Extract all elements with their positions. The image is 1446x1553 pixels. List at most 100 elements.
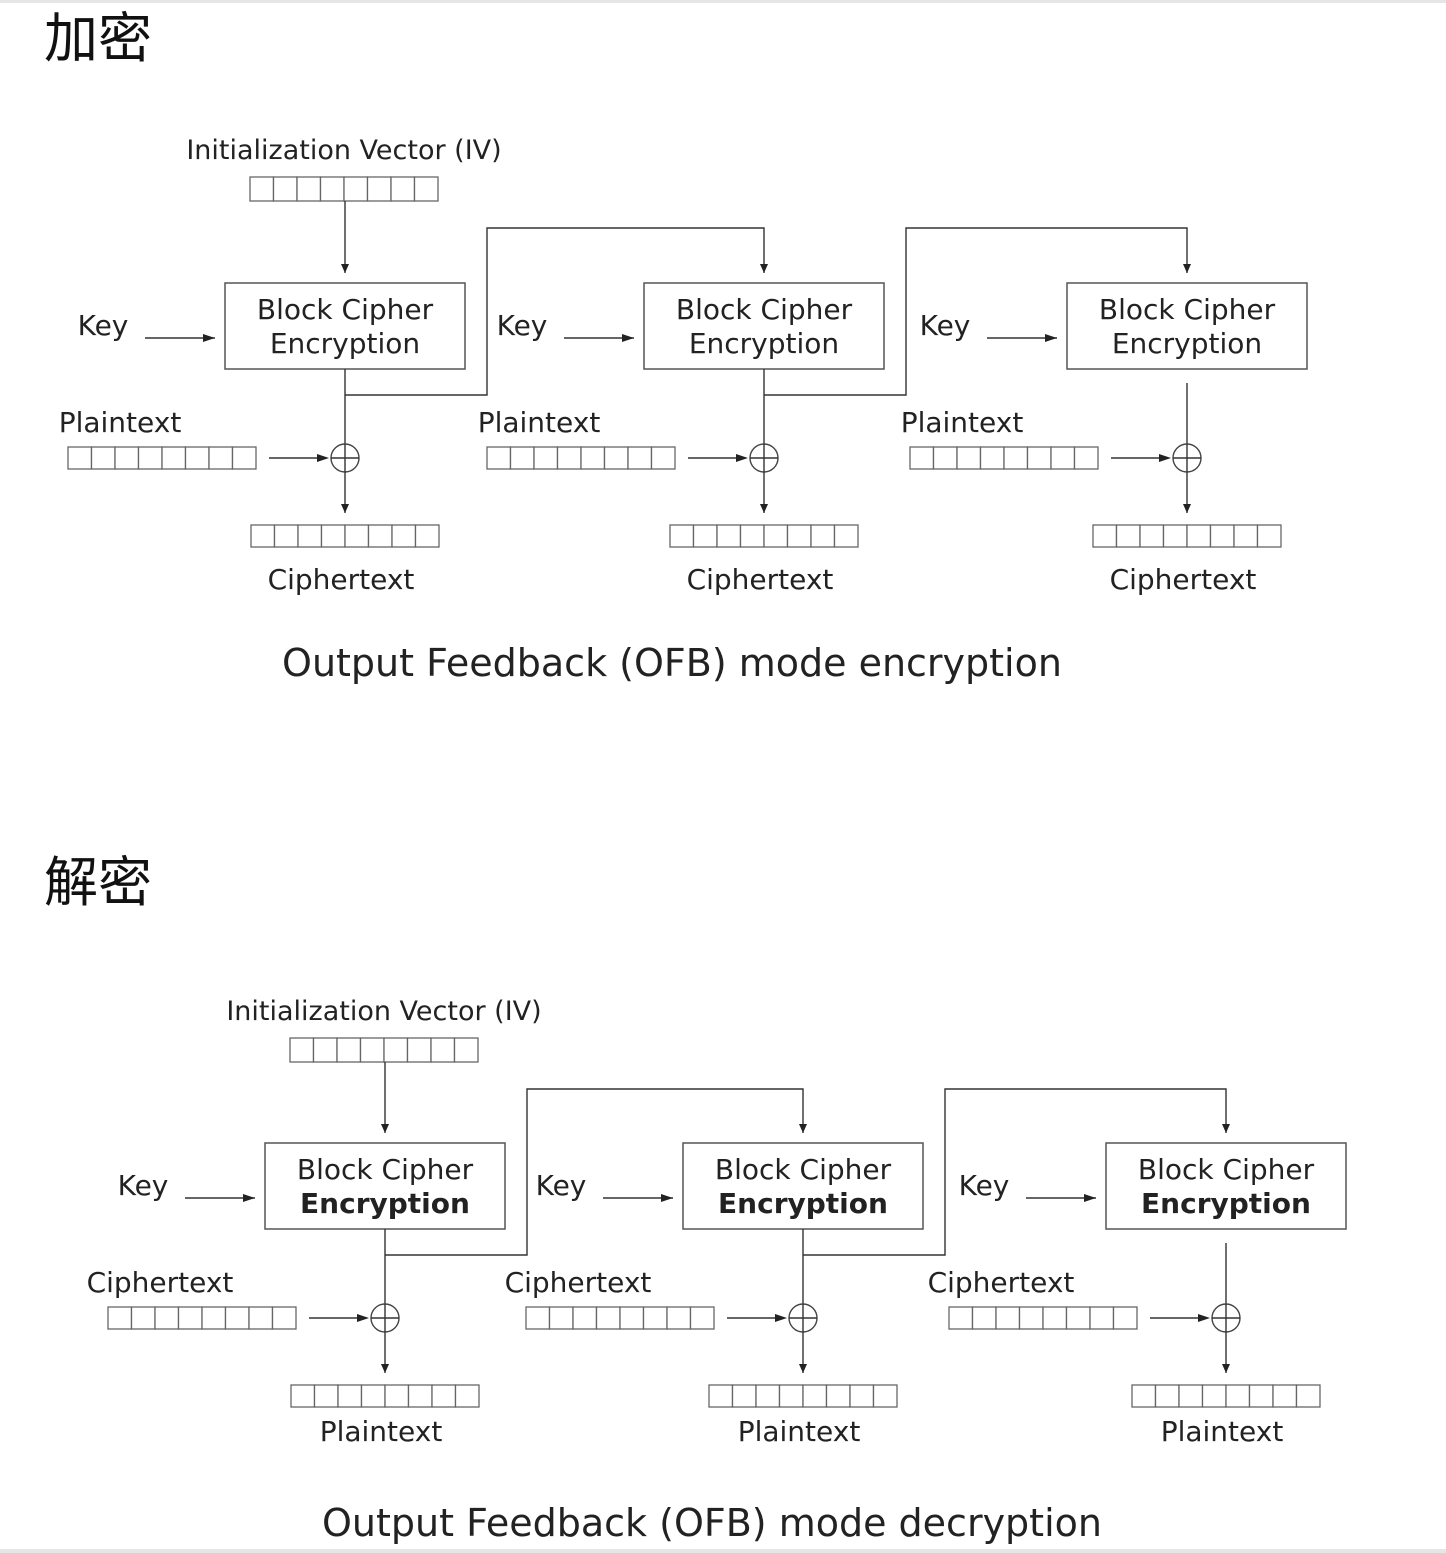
output-register: [250, 524, 440, 548]
register-cell: [595, 1306, 621, 1330]
register-cell: [1225, 1384, 1251, 1408]
register-cell: [948, 1306, 974, 1330]
register-cell: [810, 524, 836, 548]
arrowhead-icon: [1045, 334, 1057, 342]
diagram-caption: Output Feedback (OFB) mode decryption: [322, 1501, 1102, 1545]
output-label: Ciphertext: [1110, 563, 1257, 596]
register-cell: [739, 524, 765, 548]
encryption-label: Encryption: [1141, 1187, 1311, 1220]
register-cell: [509, 446, 535, 470]
arrowhead-icon: [1198, 1314, 1210, 1322]
register-cell: [430, 1037, 456, 1063]
register-cell: [208, 446, 234, 470]
feedback-line: [345, 227, 765, 396]
arrowhead-icon: [381, 1124, 389, 1133]
register-cell: [313, 1384, 339, 1408]
register-cell: [1154, 1384, 1180, 1408]
register-cell: [343, 176, 369, 202]
arrowhead-icon: [799, 1364, 807, 1373]
arrowhead-icon: [775, 1314, 787, 1322]
block-cipher-label: Block Cipher: [1099, 293, 1276, 326]
key-label: Key: [497, 309, 548, 342]
register-cell: [201, 1306, 227, 1330]
register-cell: [1256, 524, 1282, 548]
output-register: [290, 1384, 480, 1408]
register-cell: [249, 176, 275, 202]
input-label: Ciphertext: [505, 1266, 652, 1299]
arrowhead-icon: [203, 334, 215, 342]
encryption-label: Encryption: [270, 327, 420, 360]
arrowhead-icon: [341, 504, 349, 513]
input-label: Ciphertext: [928, 1266, 1075, 1299]
output-register: [1131, 1384, 1321, 1408]
register-cell: [716, 524, 742, 548]
register-cell: [336, 1037, 362, 1063]
register-cell: [390, 176, 416, 202]
register-cell: [1248, 1384, 1274, 1408]
register-cell: [344, 524, 370, 548]
output-register: [1092, 524, 1282, 548]
arrowhead-icon: [1222, 1124, 1230, 1133]
register-cell: [231, 446, 257, 470]
register-cell: [1018, 1306, 1044, 1330]
register-cell: [407, 1384, 433, 1408]
register-cell: [1092, 524, 1118, 548]
arrowhead-icon: [381, 1364, 389, 1373]
register-cell: [413, 176, 439, 202]
arrowhead-icon: [1183, 504, 1191, 513]
register-cell: [154, 1306, 180, 1330]
register-cell: [271, 1306, 297, 1330]
block-cipher-label: Block Cipher: [1138, 1153, 1315, 1186]
register-cell: [184, 446, 210, 470]
block-cipher-box: [1105, 1142, 1347, 1230]
register-cell: [1201, 1384, 1227, 1408]
iv-register: [289, 1037, 479, 1063]
block-cipher-box: [264, 1142, 506, 1230]
register-cell: [1272, 1384, 1298, 1408]
register-cell: [669, 524, 695, 548]
register-cell: [337, 1384, 363, 1408]
register-cell: [1026, 446, 1052, 470]
encryption-label: Encryption: [300, 1187, 470, 1220]
block-cipher-label: Block Cipher: [715, 1153, 892, 1186]
register-cell: [67, 446, 93, 470]
register-cell: [1073, 446, 1099, 470]
encryption-heading: 加密: [44, 7, 152, 70]
register-cell: [932, 446, 958, 470]
arrowhead-icon: [341, 264, 349, 273]
register-cell: [320, 524, 346, 548]
arrowhead-icon: [357, 1314, 369, 1322]
register-cell: [406, 1037, 432, 1063]
block-cipher-box: [1066, 282, 1308, 370]
encryption-label: Encryption: [718, 1187, 888, 1220]
diagram-caption: Output Feedback (OFB) mode encryption: [282, 641, 1062, 685]
register-cell: [849, 1384, 875, 1408]
register-cell: [312, 1037, 338, 1063]
register-cell: [708, 1384, 734, 1408]
input-label: Ciphertext: [87, 1266, 234, 1299]
block-cipher-label: Block Cipher: [257, 293, 434, 326]
arrowhead-icon: [1183, 264, 1191, 273]
register-cell: [453, 1037, 479, 1063]
register-cell: [786, 524, 812, 548]
input-label: Plaintext: [59, 406, 182, 439]
register-cell: [454, 1384, 480, 1408]
register-cell: [1295, 1384, 1321, 1408]
register-cell: [689, 1306, 715, 1330]
arrowhead-icon: [799, 1124, 807, 1133]
register-cell: [778, 1384, 804, 1408]
arrowhead-icon: [1159, 454, 1171, 462]
register-cell: [414, 524, 440, 548]
iv-register: [249, 176, 439, 202]
key-label: Key: [536, 1169, 587, 1202]
input-register: [67, 446, 257, 470]
register-cell: [755, 1384, 781, 1408]
register-cell: [642, 1306, 668, 1330]
output-register: [669, 524, 859, 548]
register-cell: [486, 446, 512, 470]
output-label: Plaintext: [738, 1415, 861, 1448]
register-cell: [548, 1306, 574, 1330]
key-label: Key: [78, 309, 129, 342]
register-cell: [250, 524, 276, 548]
